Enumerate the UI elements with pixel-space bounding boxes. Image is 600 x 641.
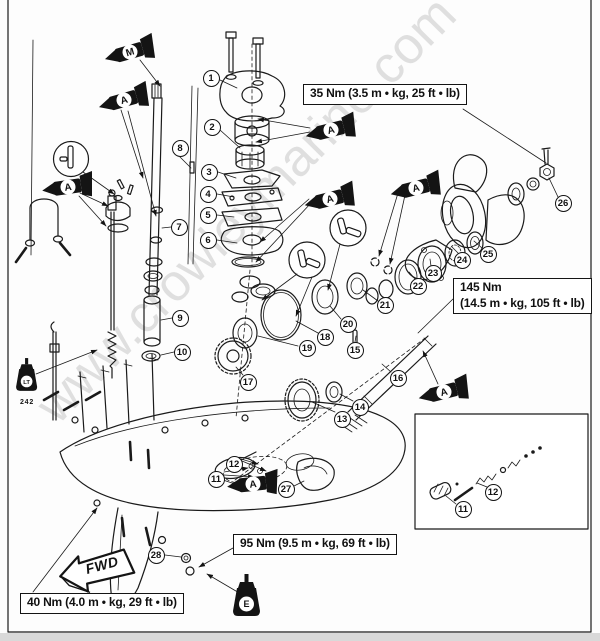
part-callout-27[interactable]: 27	[277, 480, 295, 498]
lubricant-flag-a-icon: A	[39, 170, 98, 204]
sealant-bottle-lt-icon: LT 242	[13, 358, 41, 406]
fwd-arrow: FWD	[53, 539, 150, 604]
part-callout-20[interactable]: 20	[339, 315, 357, 333]
shift-rod-assembly	[14, 178, 134, 421]
part-callout-24[interactable]: 24	[453, 251, 471, 269]
svg-text:M: M	[125, 46, 136, 59]
driveshaft	[141, 83, 195, 362]
torque-label-40nm: 40 Nm (4.0 m • kg, 29 ft • lb)	[20, 593, 184, 614]
inset-box	[414, 413, 589, 530]
part-callout-25[interactable]: 25	[479, 245, 497, 263]
part-callout-18[interactable]: 18	[316, 328, 334, 346]
lubricant-flag-a-icon: A	[415, 372, 476, 411]
part-callout-26[interactable]: 26	[554, 194, 572, 212]
fwd-arrow-shape	[59, 548, 136, 593]
part-callout-23[interactable]: 23	[424, 264, 442, 282]
svg-text:A: A	[64, 182, 73, 194]
part-callout-11[interactable]: 11	[454, 500, 472, 518]
svg-text:E: E	[243, 599, 249, 609]
lubricant-flag-a-icon: A	[387, 168, 448, 207]
lubricant-flag-m-icon: M	[100, 32, 161, 72]
part-callout-19[interactable]: 19	[298, 339, 316, 357]
scan-edge-strip	[0, 633, 600, 641]
svg-text:A: A	[411, 183, 421, 195]
part-callout-6[interactable]: 6	[199, 231, 217, 249]
sealant-bottle-e-icon: E	[229, 574, 265, 620]
part-callout-4[interactable]: 4	[199, 185, 217, 203]
part-callout-3[interactable]: 3	[200, 163, 218, 181]
part-callout-15[interactable]: 15	[346, 341, 364, 359]
part-callout-14[interactable]: 14	[351, 398, 369, 416]
part-callout-28[interactable]: 28	[147, 546, 165, 564]
lubricant-flag-a-icon: A	[225, 468, 283, 500]
callout-leaders	[160, 79, 559, 558]
part-callout-7[interactable]: 7	[170, 218, 188, 236]
water-pump-assembly	[219, 31, 286, 268]
bottle-caption: 242	[19, 397, 35, 406]
part-callout-12[interactable]: 12	[225, 455, 243, 473]
detail-circle-keys-b	[329, 209, 367, 247]
propeller	[404, 147, 555, 281]
torque-label-145nm: 145 Nm(14.5 m • kg, 105 ft • lb)	[453, 278, 592, 315]
part-callout-17[interactable]: 17	[239, 373, 257, 391]
part-callout-16[interactable]: 16	[389, 369, 407, 387]
svg-text:A: A	[439, 387, 449, 399]
arrow-leaders	[32, 59, 439, 595]
part-callout-12[interactable]: 12	[484, 483, 502, 501]
part-callout-9[interactable]: 9	[171, 309, 189, 327]
lubricant-flag-a-icon: A	[94, 80, 155, 120]
lubricant-flag-a-icon: A	[302, 110, 363, 149]
torque-label-35nm: 35 Nm (3.5 m • kg, 25 ft • lb)	[303, 84, 467, 105]
part-callout-5[interactable]: 5	[199, 206, 217, 224]
part-callout-1[interactable]: 1	[202, 69, 220, 87]
part-callout-22[interactable]: 22	[409, 277, 427, 295]
part-callout-8[interactable]: 8	[171, 139, 189, 157]
detail-circle-pin	[52, 140, 90, 178]
torque-label-95nm: 95 Nm (9.5 m • kg, 69 ft • lb)	[233, 534, 397, 555]
svg-text:A: A	[249, 479, 257, 491]
svg-text:LT: LT	[23, 380, 30, 386]
detail-circle-keys-a	[288, 241, 326, 279]
svg-text:A: A	[326, 125, 336, 137]
svg-text:A: A	[119, 95, 129, 108]
svg-text:A: A	[325, 194, 335, 206]
part-callout-13[interactable]: 13	[333, 410, 351, 428]
part-callout-10[interactable]: 10	[173, 343, 191, 361]
part-callout-21[interactable]: 21	[376, 296, 394, 314]
part-callout-11[interactable]: 11	[207, 470, 225, 488]
lubricant-flag-a-icon: A	[301, 179, 362, 218]
part-callout-2[interactable]: 2	[203, 118, 221, 136]
